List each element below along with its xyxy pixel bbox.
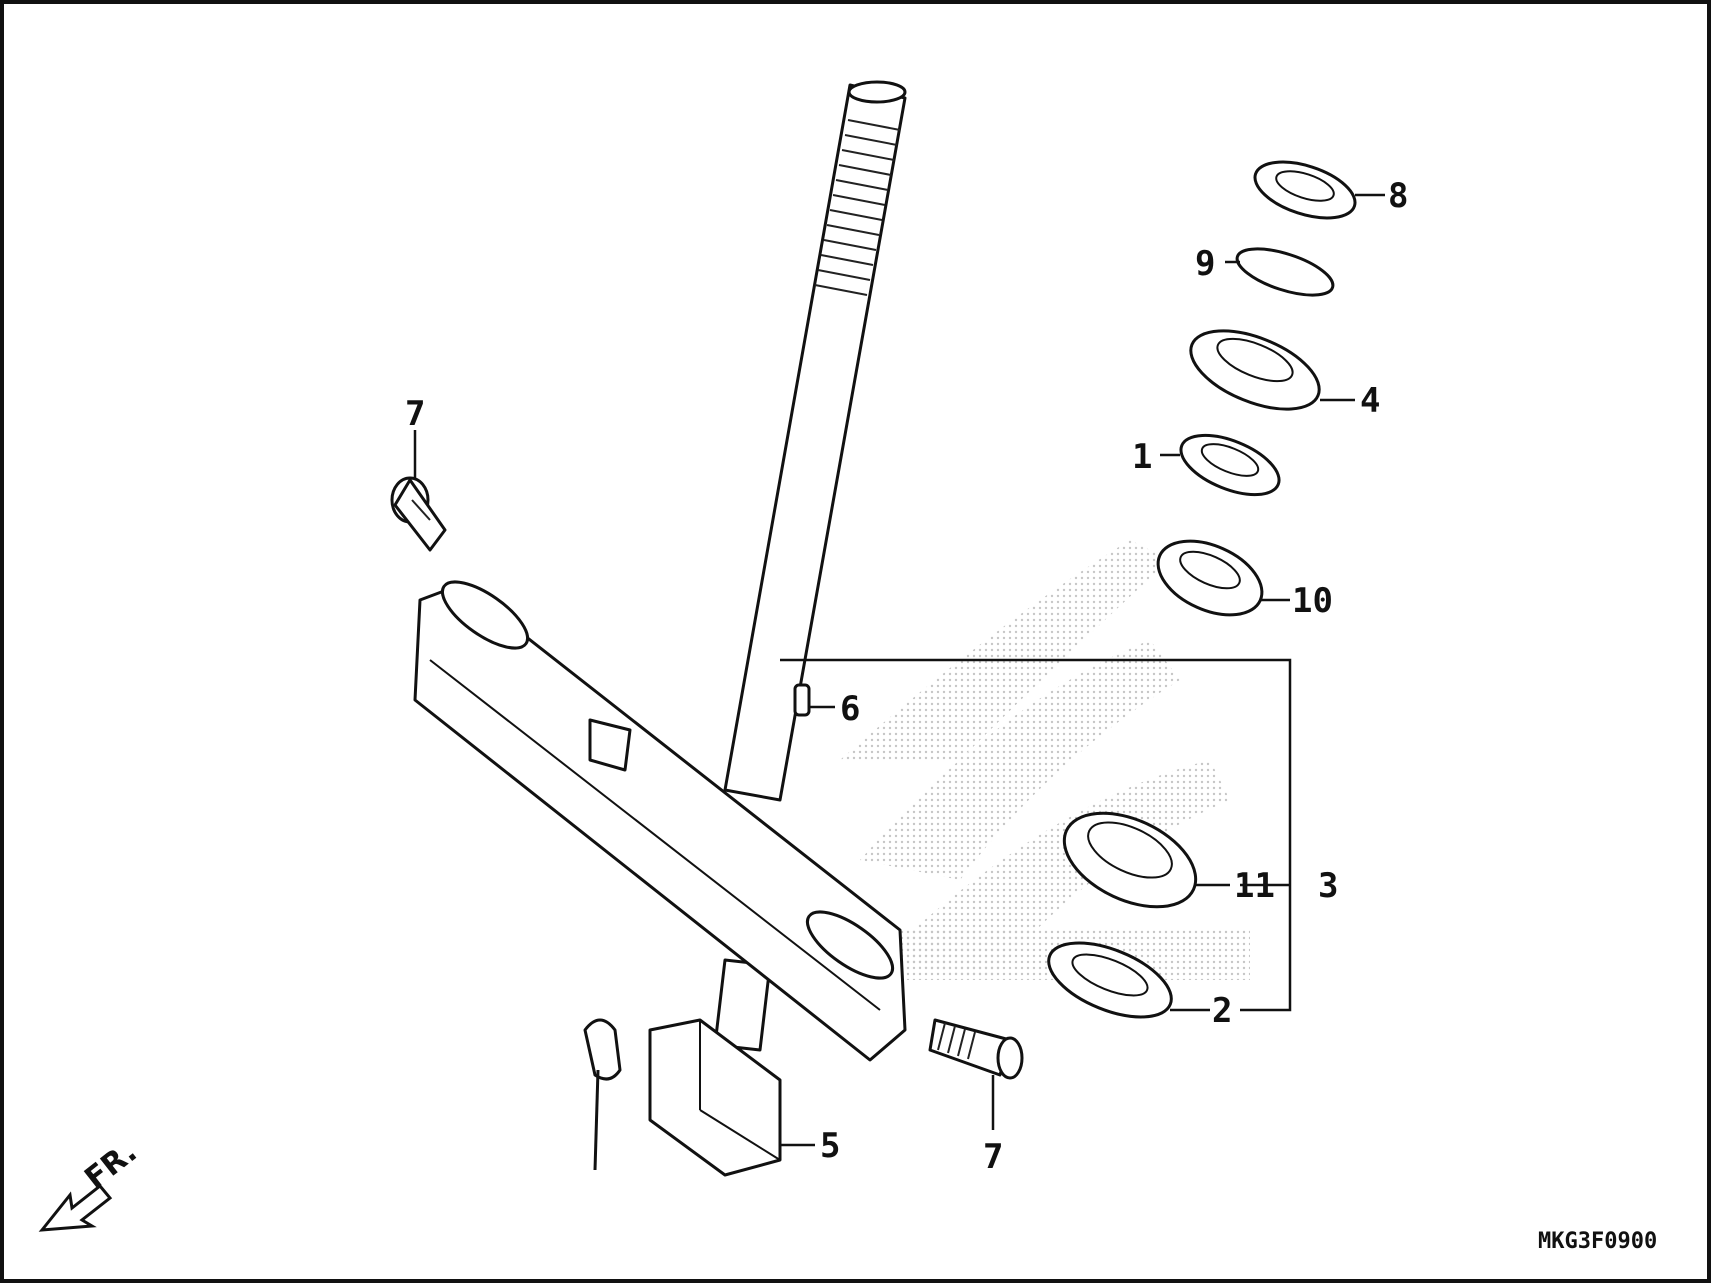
callout-9: 9 [1195, 244, 1215, 284]
callout-2: 2 [1212, 991, 1232, 1031]
kit-bracket-line [780, 658, 1292, 1012]
callout-labels: 8 9 4 1 10 6 11 3 2 5 7 7 [405, 176, 1408, 1177]
callout-1: 1 [1132, 437, 1152, 477]
steering-stem-adjusting-nut [1189, 329, 1321, 411]
steering-stem-shaft [713, 80, 907, 1052]
upper-steering-bearing [1156, 539, 1264, 617]
watermark-logo [840, 540, 1250, 980]
ignition-key-switch [583, 1018, 782, 1177]
flange-bolt-lower [928, 1018, 1024, 1080]
lower-steering-bearing [1062, 811, 1198, 909]
callout-7-lower: 7 [983, 1137, 1003, 1177]
upper-inner-race [1179, 433, 1281, 497]
lock-washer [1235, 247, 1335, 297]
callout-11: 11 [1234, 866, 1275, 906]
front-direction-arrow-icon: FR. [38, 1135, 144, 1232]
steering-stem-bottom-bridge [413, 580, 907, 1062]
callout-5: 5 [820, 1126, 840, 1166]
drawing-code: MKG3F0900 [1538, 1229, 1657, 1254]
dust-seal [1047, 941, 1173, 1019]
callout-4: 4 [1360, 381, 1380, 421]
callout-7-upper: 7 [405, 394, 425, 434]
leader-lines [413, 193, 1385, 1147]
key-icon [583, 1018, 622, 1171]
screw [793, 683, 811, 717]
callout-6: 6 [840, 689, 860, 729]
callout-8: 8 [1388, 176, 1408, 216]
callout-10: 10 [1292, 581, 1333, 621]
direction-label: FR. [78, 1135, 143, 1197]
steering-stem-locknut [1253, 160, 1357, 220]
flange-bolt-upper [390, 476, 447, 552]
shaft-threads [814, 119, 901, 296]
callout-3: 3 [1318, 866, 1338, 906]
